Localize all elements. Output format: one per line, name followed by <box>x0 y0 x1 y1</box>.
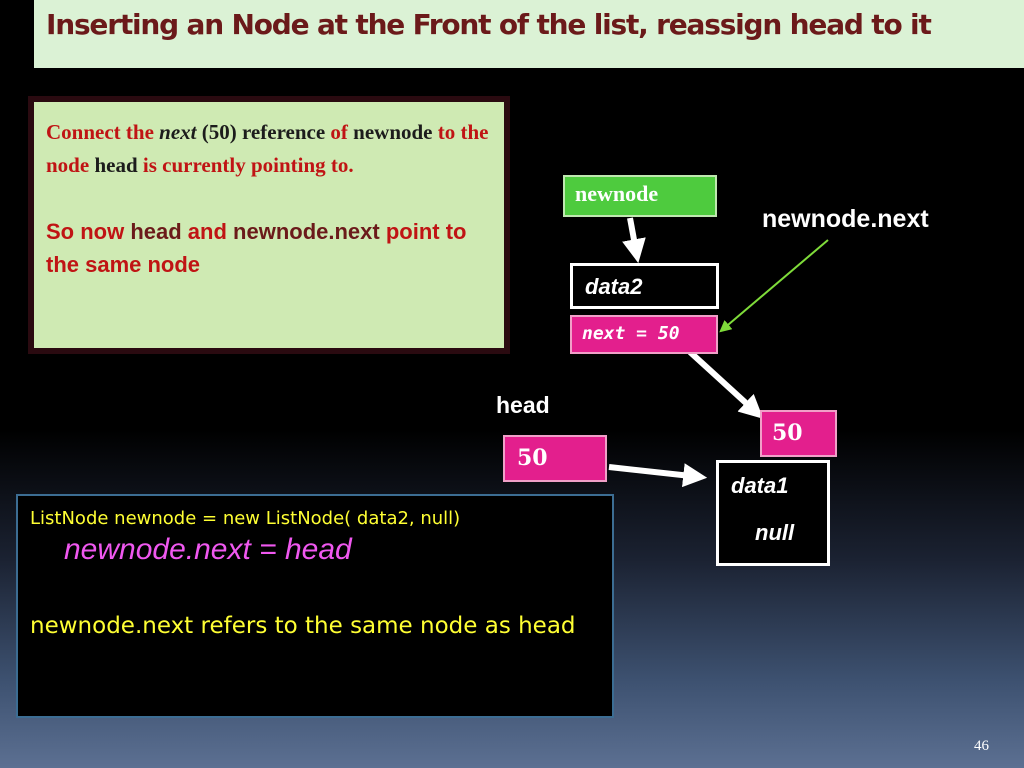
newnode-pointer-arrow <box>622 217 646 264</box>
head-label: head <box>496 392 550 418</box>
callout-text: So now <box>46 219 131 244</box>
callout-paragraph-2: So now head and newnode.next point to th… <box>46 215 492 281</box>
node1-address: 50 <box>760 410 837 457</box>
callout-text: newnode <box>347 120 438 144</box>
callout-text: head <box>89 153 143 177</box>
callout-next-word: next <box>159 120 197 144</box>
code-line-constructor: ListNode newnode = new ListNode( data2, … <box>30 508 461 529</box>
head-value: 50 <box>503 435 607 482</box>
callout-text: Connect the <box>46 120 160 144</box>
next-pointer-arrow <box>687 349 764 419</box>
callout-paragraph-1: Connect the next (50) reference of newno… <box>46 116 492 182</box>
callout-text: newnode.next <box>233 219 380 244</box>
newnode-next-label: newnode.next <box>762 205 929 233</box>
explanation-callout: Connect the next (50) reference of newno… <box>28 96 510 354</box>
node2-next: next = 50 <box>570 315 718 354</box>
callout-text: of <box>330 120 348 144</box>
title-bar <box>34 0 1024 68</box>
code-line-assignment: newnode.next = head <box>64 533 352 566</box>
node1-next: null <box>716 506 830 566</box>
callout-text: is <box>142 153 157 177</box>
callout-text: head <box>130 219 182 244</box>
callout-text: to the node <box>46 120 489 177</box>
head-pointer-arrow <box>608 463 708 488</box>
callout-text: currently pointing to. <box>156 153 354 177</box>
slide-title: Inserting an Node at the Front of the li… <box>46 8 932 41</box>
node2-data: data2 <box>570 263 719 309</box>
callout-text: point to the same node <box>46 219 467 277</box>
callout-text: (50) reference <box>196 120 331 144</box>
callout-text: and <box>181 219 234 244</box>
newnode-next-label-arrow <box>719 239 829 333</box>
newnode-label: newnode <box>563 175 717 217</box>
code-line-explanation: newnode.next refers to the same node as … <box>30 613 576 639</box>
code-box: ListNode newnode = new ListNode( data2, … <box>16 494 614 718</box>
page-number: 46 <box>974 738 989 754</box>
node1-data: data1 <box>716 460 830 510</box>
